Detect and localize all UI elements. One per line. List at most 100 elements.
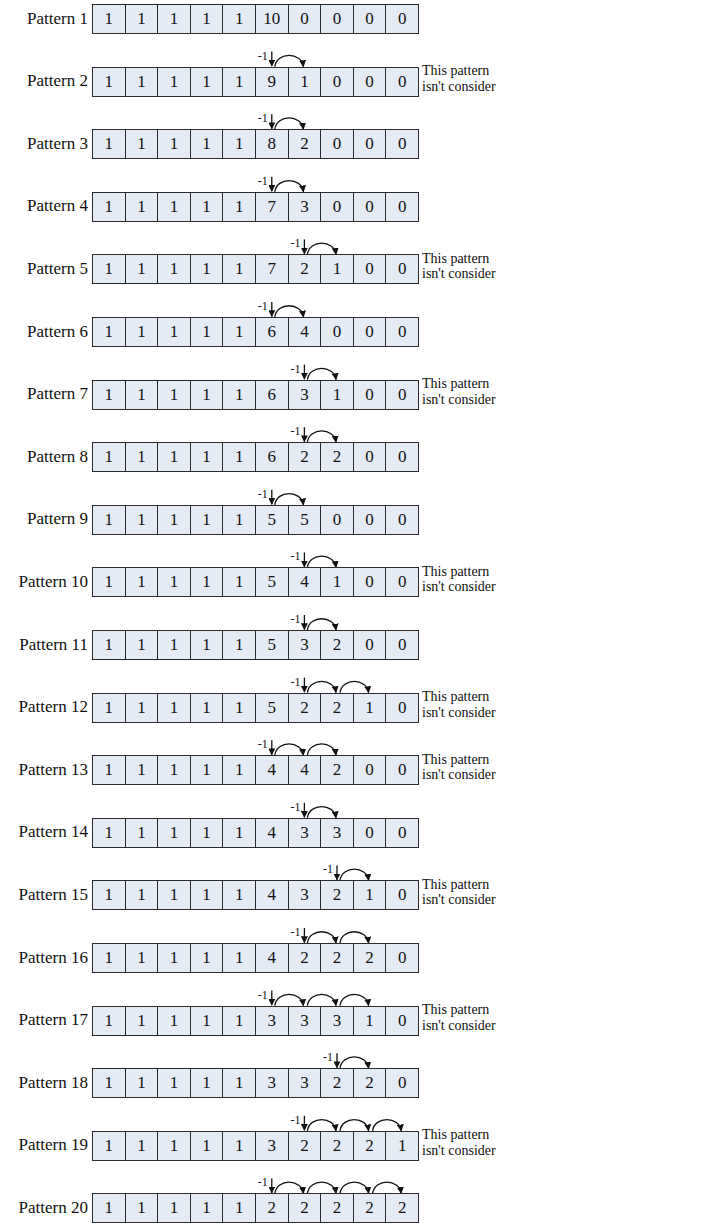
- value-cell: 1: [222, 1193, 256, 1223]
- cell-value: 1: [170, 197, 179, 217]
- cell-value: 1: [137, 385, 146, 405]
- cell-value: 0: [398, 197, 407, 217]
- cell-value: 1: [170, 635, 179, 655]
- cell-value: 2: [300, 259, 309, 279]
- cell-value: 1: [170, 698, 179, 718]
- value-cell: 0: [353, 317, 387, 347]
- value-cell: 1: [190, 67, 224, 97]
- value-cell: 1: [190, 129, 224, 159]
- shift-arrow: [307, 681, 336, 692]
- cell-value: 3: [268, 1011, 277, 1031]
- value-cell: 1: [222, 755, 256, 785]
- value-cell: 1: [157, 880, 191, 910]
- pattern-label: Pattern 4: [2, 197, 88, 216]
- value-cell: 1: [125, 317, 159, 347]
- decrement-label: -1: [257, 1176, 269, 1188]
- cell-value: 0: [398, 823, 407, 843]
- shift-arrow: [307, 556, 336, 567]
- cell-value: 1: [202, 698, 211, 718]
- cell-value: 1: [137, 9, 146, 29]
- decrement-arrow: [271, 177, 272, 192]
- cell-value: 1: [170, 510, 179, 530]
- value-cell: 1: [190, 317, 224, 347]
- cell-value: 3: [300, 1073, 309, 1093]
- cell-value: 1: [202, 1198, 211, 1218]
- value-cell: 4: [288, 317, 322, 347]
- decrement-arrow: [304, 552, 305, 567]
- pattern-label: Pattern 12: [2, 698, 88, 717]
- shift-arrow: [307, 807, 336, 818]
- value-cell: 1: [190, 254, 224, 284]
- value-cell: 5: [255, 693, 289, 723]
- value-cell: 1: [125, 67, 159, 97]
- cell-value: 0: [300, 9, 309, 29]
- cell-value: 0: [333, 322, 342, 342]
- value-cell: 1: [353, 693, 387, 723]
- value-cell: 6: [255, 380, 289, 410]
- shift-arrow: [275, 744, 304, 755]
- value-cell: 1: [157, 943, 191, 973]
- value-cell: 0: [385, 693, 419, 723]
- decrement-label: -1: [322, 863, 334, 875]
- value-cell: 2: [320, 630, 354, 660]
- value-cell: 1: [190, 380, 224, 410]
- cell-value: 1: [105, 948, 114, 968]
- value-cell: 4: [255, 880, 289, 910]
- decrement-label: -1: [289, 801, 301, 813]
- value-cell: 6: [255, 317, 289, 347]
- cell-value: 2: [365, 1198, 374, 1218]
- shift-arrow: [340, 1182, 369, 1193]
- cell-value: 2: [333, 1198, 342, 1218]
- cell-value: 0: [398, 72, 407, 92]
- value-cell: 1: [157, 630, 191, 660]
- cell-value: 1: [105, 72, 114, 92]
- value-cell: 1: [190, 1193, 224, 1223]
- cell-value: 0: [398, 385, 407, 405]
- pattern-label: Pattern 10: [2, 573, 88, 592]
- decrement-arrow: [271, 991, 272, 1006]
- value-cell: 0: [320, 4, 354, 34]
- cell-value: 1: [137, 1073, 146, 1093]
- value-cell: 1: [92, 442, 126, 472]
- value-cell: 1: [92, 4, 126, 34]
- value-cell: 5: [255, 630, 289, 660]
- value-cell: 10: [255, 4, 289, 34]
- cell-value: 1: [235, 885, 244, 905]
- cell-value: 4: [268, 823, 277, 843]
- value-cell: 1: [190, 1006, 224, 1036]
- cell-value: 1: [235, 1198, 244, 1218]
- cell-value: 1: [105, 885, 114, 905]
- value-cell: 1: [157, 129, 191, 159]
- cell-value: 1: [137, 1011, 146, 1031]
- cell-value: 1: [137, 510, 146, 530]
- cell-value: 1: [235, 197, 244, 217]
- value-cell: 1: [125, 818, 159, 848]
- value-cell: 1: [222, 818, 256, 848]
- cell-value: 10: [263, 9, 280, 29]
- note-text: This pattern isn't consider: [422, 564, 514, 595]
- cell-value: 5: [268, 510, 277, 530]
- value-cell: 1: [190, 505, 224, 535]
- value-cell: 1: [157, 317, 191, 347]
- cell-value: 1: [170, 823, 179, 843]
- note-text: This pattern isn't consider: [422, 376, 514, 407]
- value-cell: 1: [157, 380, 191, 410]
- note-text: This pattern isn't consider: [422, 1127, 514, 1158]
- cell-value: 0: [398, 510, 407, 530]
- decrement-arrow: [271, 114, 272, 129]
- cell-value: 1: [105, 447, 114, 467]
- shift-arrow: [373, 1120, 402, 1131]
- cell-value: 3: [300, 385, 309, 405]
- cell-value: 3: [333, 1011, 342, 1031]
- note-text: This pattern isn't consider: [422, 689, 514, 720]
- cell-value: 1: [137, 948, 146, 968]
- cell-value: 1: [137, 885, 146, 905]
- value-cell: 1: [190, 818, 224, 848]
- value-cell: 1: [157, 1068, 191, 1098]
- cell-value: 2: [333, 635, 342, 655]
- cell-value: 2: [300, 134, 309, 154]
- cell-value: 0: [333, 510, 342, 530]
- cell-value: 0: [398, 1011, 407, 1031]
- cell-value: 7: [268, 197, 277, 217]
- value-cell: 1: [92, 567, 126, 597]
